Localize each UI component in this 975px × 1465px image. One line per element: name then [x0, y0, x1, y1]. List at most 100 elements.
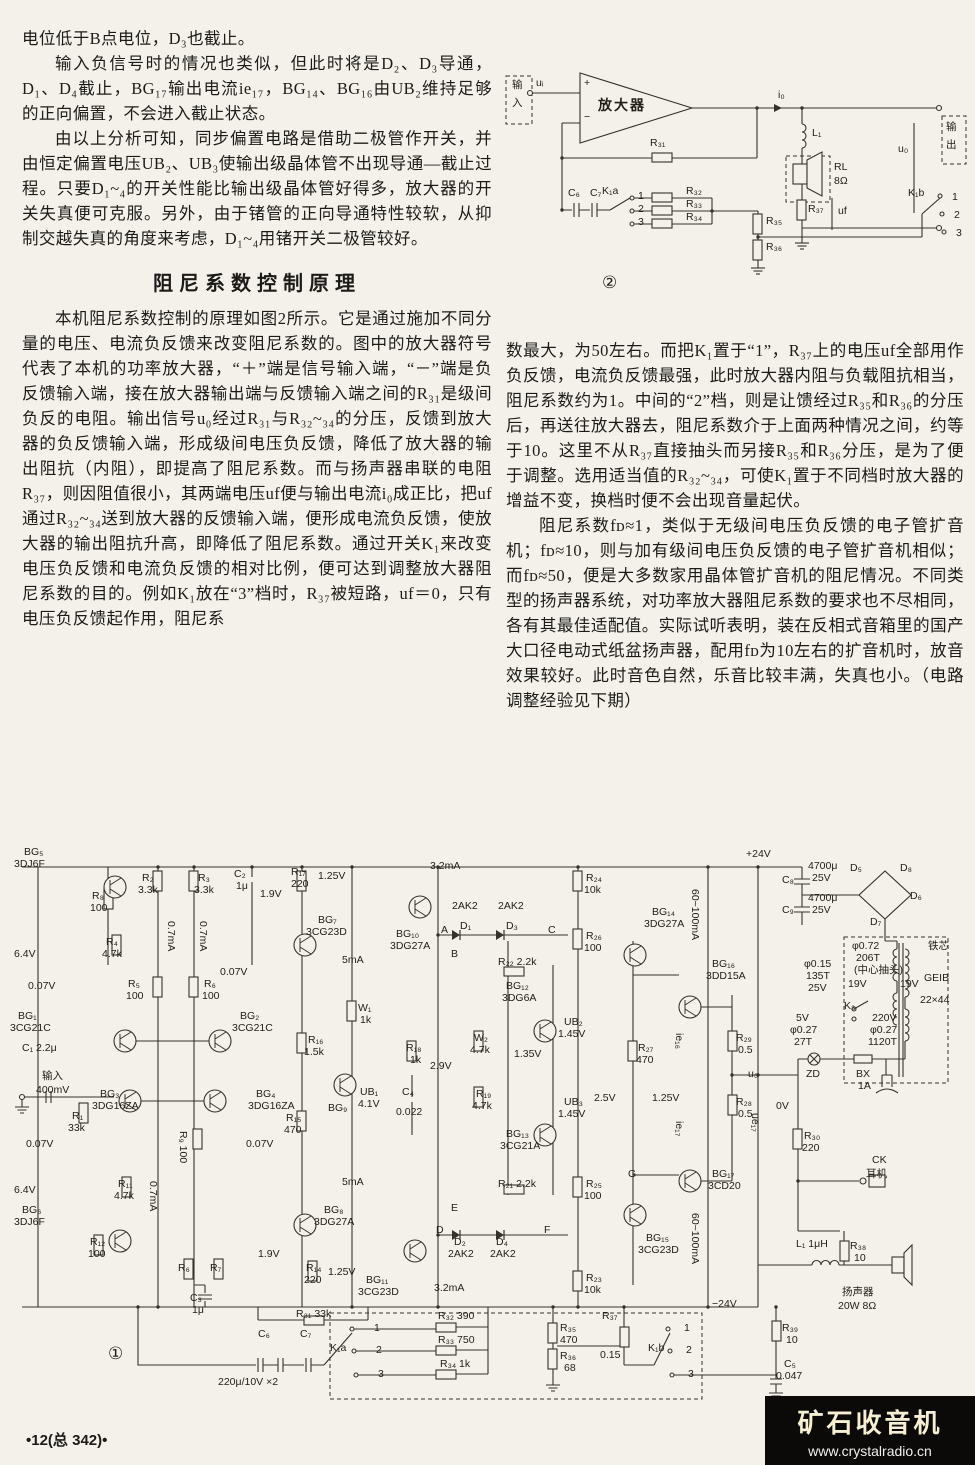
schem-labels-item: W₁: [358, 1002, 372, 1014]
schem-labels-item: D: [436, 1224, 444, 1236]
schem-labels-item: ie₁₆: [673, 1033, 685, 1049]
schem-labels-item: 0.7mA: [197, 921, 209, 952]
schem-labels-item: 19V: [848, 978, 867, 990]
paragraph: 阻尼系数fᴅ≈1，类似于无级间电压负反馈的电子管扩音机；fᴅ≈10，则与加有级间…: [506, 516, 964, 710]
fig2-labels-item: −: [584, 111, 591, 123]
schem-labels-item: BG₁₆: [712, 958, 735, 970]
schem-labels-item: 0.5: [738, 1044, 753, 1056]
schem-labels-item: 25V: [808, 982, 827, 994]
schem-labels-item: R₂₆: [586, 930, 602, 942]
schem-labels-item: 206T: [856, 952, 880, 964]
schem-labels-item: BG₉: [328, 1102, 348, 1114]
schem-labels-item: 4.1V: [358, 1098, 380, 1110]
schem-labels-item: 100: [126, 990, 144, 1002]
schem-labels-item: 3DG27A: [644, 918, 685, 930]
schem-labels-item: 0.07V: [28, 980, 56, 992]
fig2-labels-item: 3: [638, 216, 644, 228]
schem-labels-item: G: [628, 1168, 637, 1180]
schem-labels-item: 3CG21C: [232, 1022, 273, 1034]
schem-labels-item: 470: [560, 1334, 578, 1346]
schem-labels-item: R₇: [210, 1262, 222, 1274]
schem-labels-item: C₁ 2.2μ: [22, 1042, 57, 1054]
schem-labels-item: UB₃: [564, 1096, 583, 1108]
fig2-labels-item: 1: [952, 191, 958, 203]
schem-labels-item: L₁ 1μH: [796, 1238, 828, 1250]
schem-labels-item: B: [451, 948, 459, 960]
schem-labels-item: CK: [872, 1154, 887, 1166]
paragraph: 由以上分析可知，同步偏置电路是借助二极管作开关，并由恒定偏置电压UB₂、UB₃使…: [22, 129, 492, 248]
watermark: 矿石收音机 www.crystalradio.cn: [765, 1396, 975, 1465]
schem-labels-item: 1k: [360, 1014, 372, 1026]
schem-labels-item: 0.022: [396, 1106, 423, 1118]
schem-labels-item: 0V: [776, 1100, 789, 1112]
schem-labels-item: 22×44: [920, 994, 950, 1006]
fig2-labels-item: R₃₂: [686, 185, 702, 197]
schem-labels-item: R₁₄: [306, 1262, 322, 1274]
schem-labels-item: K₁b: [648, 1342, 665, 1354]
schem-labels-item: 3.3k: [194, 884, 214, 896]
fig2-labels-item: 放大器: [598, 97, 646, 113]
schem-labels-item: 3DJ6F: [14, 1216, 45, 1228]
schem-labels-item: 4.7k: [470, 1044, 490, 1056]
schem-labels-item: W₂: [474, 1032, 488, 1044]
schem-labels-item: R₂: [142, 872, 154, 884]
schem-labels-item: BX: [856, 1068, 871, 1080]
schem-labels-item: C₈: [782, 874, 794, 886]
schem-labels-item: C₉: [782, 904, 794, 916]
schem-labels-item: 2AK2: [448, 1248, 474, 1260]
paragraph: 输入负信号时的情况也类似，但此时将是D₂、D₃导通，D₁、D₄截止，BG₁₇输出…: [22, 54, 492, 123]
fig2-labels-item: uᵢ: [536, 77, 544, 89]
schem-labels-item: 1.9V: [258, 1248, 280, 1260]
schem-labels-item: C₇: [300, 1328, 312, 1340]
fig2-labels-item: ②: [602, 273, 618, 292]
schem-labels-item: BG₃: [100, 1088, 120, 1100]
schem-labels-item: 1.5k: [304, 1046, 324, 1058]
left-column: 电位低于B点电位，D₃也截止。 输入负信号时的情况也类似，但此时将是D₂、D₃导…: [22, 26, 492, 631]
schem-labels-item: 3CG23D: [306, 926, 347, 938]
paragraph: 电位低于B点电位，D₃也截止。: [22, 29, 255, 48]
schem-labels-item: 1μ: [236, 880, 248, 892]
schem-labels-item: BG₄: [256, 1088, 276, 1100]
schem-labels-item: 3CD20: [708, 1180, 741, 1192]
schem-labels-item: 220V: [872, 1012, 897, 1024]
schem-labels-item: D₁: [460, 920, 472, 932]
schem-labels-item: 0.7mA: [147, 1181, 159, 1212]
schem-labels-item: R₁₈: [406, 1042, 422, 1054]
schem-labels-item: 4700μ: [808, 860, 838, 872]
schem-labels-item: BG₆: [22, 1204, 42, 1216]
schem-labels-item: R₃: [198, 872, 210, 884]
fig2-labels-item: R₃₅: [766, 215, 783, 227]
schem-labels-item: C₄: [402, 1086, 414, 1098]
schem-labels-item: BG₁₄: [652, 906, 675, 918]
schem-labels-item: 10: [854, 1252, 866, 1264]
schem-labels-item: 400mV: [36, 1084, 70, 1096]
schem-labels-item: C₅: [784, 1358, 796, 1370]
schem-labels-item: R₉ 100: [177, 1131, 189, 1164]
schem-labels-item: 68: [564, 1362, 576, 1374]
schem-labels-item: 470: [636, 1054, 654, 1066]
paragraph: 本机阻尼系数控制的原理如图2所示。它是通过施加不同分量的电压、电流负反馈来改变阻…: [22, 309, 492, 628]
schem-labels-item: R₃₃ 750: [438, 1334, 475, 1346]
schem-labels-item: 100: [584, 1190, 602, 1202]
schem-labels-item: 1.25V: [652, 1092, 680, 1104]
schem-labels-item: 220μ/10V ×2: [218, 1376, 279, 1388]
schem-labels-item: 5mA: [342, 954, 364, 966]
schem-labels-item: R₈: [92, 890, 104, 902]
schem-labels-item: 输入: [42, 1070, 63, 1082]
schem-labels-item: BG₂: [240, 1010, 260, 1022]
schem-labels-item: R₄: [106, 936, 118, 948]
fig2-labels-item: C₇: [590, 187, 602, 199]
schem-labels-item: 扬声器: [842, 1286, 874, 1298]
schem-labels-item: 5V: [796, 1012, 809, 1024]
figure-2-svg: [505, 72, 967, 275]
schem-labels-item: 0.5: [738, 1108, 753, 1120]
fig2-labels-item: +: [584, 77, 591, 89]
schem-labels-item: R₃₇: [602, 1310, 618, 1322]
schem-labels-item: 1μ: [192, 1304, 204, 1316]
schem-labels-item: BG₁₂: [506, 980, 529, 992]
schem-labels-item: BG₈: [324, 1204, 344, 1216]
schem-labels-item: 3DD15A: [706, 970, 746, 982]
schem-labels-item: D₂: [454, 1236, 466, 1248]
